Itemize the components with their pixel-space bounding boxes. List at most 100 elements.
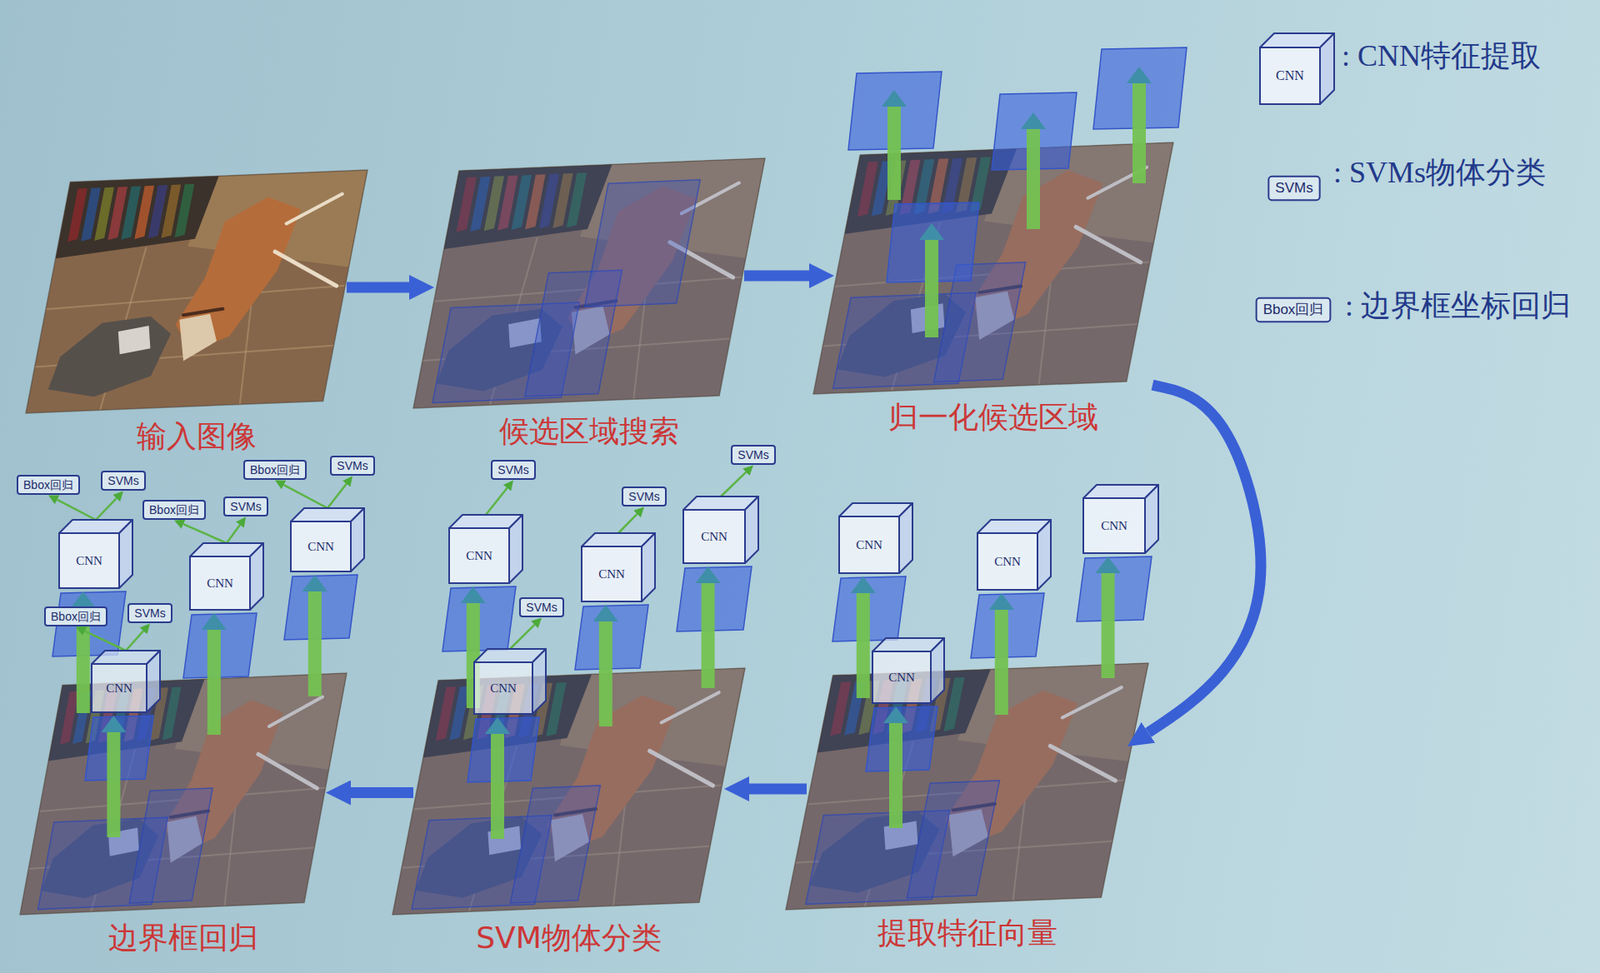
stage-caption: SVM物体分类 [413, 920, 725, 956]
cnn-label: CNN [872, 651, 931, 704]
module-tag: SVMs [730, 445, 775, 466]
cube-side-face [350, 508, 365, 572]
floor [25, 170, 368, 414]
photo-border [813, 142, 1174, 395]
candidate-region [907, 780, 1000, 899]
cube-front-face [91, 664, 147, 713]
candidate-region [585, 180, 701, 308]
cube-front-face [1260, 47, 1320, 105]
cube-front-face [190, 556, 250, 610]
feature-arrow-head [919, 223, 945, 240]
floor [20, 673, 347, 915]
cube-side-face [930, 638, 945, 704]
flow-arrow [350, 787, 414, 799]
feature-arrow-shaft [889, 721, 903, 829]
flow-arrow [749, 784, 807, 795]
module-tag: Bbox回归 [44, 606, 108, 628]
module-label: SVMs [230, 500, 261, 515]
feature-arrow-shaft [1132, 81, 1146, 184]
photo-panel [785, 663, 1149, 910]
module-tag: SVMs [490, 460, 535, 481]
bookshelf [55, 175, 220, 259]
dog-leg [275, 251, 337, 286]
cube-side-face [146, 650, 160, 713]
cube-side-face [532, 649, 546, 715]
output-arrow [284, 485, 328, 509]
cnn-label: CNN [91, 664, 147, 713]
cube-side-face [745, 496, 759, 564]
module-tag: Bbox回归 [142, 500, 206, 521]
feature-arrow-shaft [207, 628, 221, 735]
module-label: Bbox回归 [250, 463, 300, 478]
region-tint [785, 663, 1149, 910]
module-label: Bbox回归 [149, 503, 200, 518]
module-tag: SVMs [100, 470, 145, 492]
legend-text: : 边界框坐标回归 [1345, 288, 1571, 325]
cnn-cube: CNN [839, 503, 913, 574]
cnn-cube: CNN [977, 520, 1051, 590]
cnn-cube: CNN [872, 638, 945, 704]
stage-panel: 输入图像 [46, 228, 347, 455]
module-tag: SVMs [621, 486, 666, 508]
candidate-region [510, 785, 600, 904]
feature-arrow-shaft [925, 238, 939, 338]
dog-face [179, 314, 217, 361]
legend-text: : CNN特征提取 [1341, 38, 1541, 75]
feature-arrow-head [593, 605, 619, 622]
cube-side-face [641, 533, 655, 602]
module-label: SVMs [737, 448, 769, 463]
module-tag: SVMs [330, 455, 375, 477]
feature-arrow-shaft [701, 581, 715, 689]
feature-arrow-shaft [1101, 571, 1115, 679]
cnn-label: CNN [1083, 498, 1145, 554]
cnn-label: CNN [839, 516, 900, 574]
cube-front-face [449, 528, 510, 584]
module-label: SVMs [107, 474, 139, 489]
feature-arrow-head [989, 593, 1015, 610]
cnn-cube: CNN [449, 515, 523, 584]
feature-arrow-shaft [995, 608, 1009, 715]
floor [785, 663, 1149, 910]
stage-panel: 归一化候选区域 [834, 200, 1153, 435]
cnn-cube: CNN [290, 508, 365, 572]
module-tag: Bbox回归 [243, 460, 307, 481]
feature-arrow-shaft [308, 590, 322, 697]
photo-panel [392, 668, 745, 915]
cube-front-face [683, 510, 745, 564]
output-arrow [226, 525, 240, 544]
feature-arrow-head [201, 613, 227, 630]
region-tint [413, 158, 765, 409]
module-label: SVMs [497, 463, 529, 478]
flow-arrow [346, 282, 410, 294]
legend-sample-label: CNN [1275, 67, 1305, 84]
module-tag: SVMs [223, 496, 268, 518]
floor [813, 142, 1174, 395]
cnn-cube: CNN [190, 543, 264, 610]
dog-leg [286, 194, 343, 225]
module-tag: SVMs [519, 597, 564, 619]
stage-caption: 候选区域搜索 [434, 413, 745, 450]
legend-sample-label: SVMs [1275, 180, 1313, 197]
stage-panel: 边界框回归 [40, 731, 326, 956]
feature-arrow-shaft [106, 730, 120, 838]
module-tag: Bbox回归 [16, 475, 80, 496]
feature-arrow-shaft [599, 620, 613, 727]
feature-arrow-head [485, 717, 510, 735]
region-tint [20, 673, 347, 915]
legend-sample-label: Bbox回归 [1263, 301, 1325, 319]
photo-border [413, 158, 765, 409]
output-arrow [57, 500, 96, 520]
stage-panel: SVM物体分类 [413, 726, 725, 956]
output-arrow [183, 524, 227, 544]
dog-collar [183, 309, 223, 315]
feature-arrow-shaft [1026, 127, 1040, 230]
output-arrow [510, 625, 535, 650]
cube-front-face [290, 521, 351, 572]
photo-border [25, 170, 368, 414]
stage-caption: 归一化候选区域 [834, 399, 1153, 435]
photo-border [20, 673, 347, 915]
module-label: SVMs [525, 600, 557, 615]
